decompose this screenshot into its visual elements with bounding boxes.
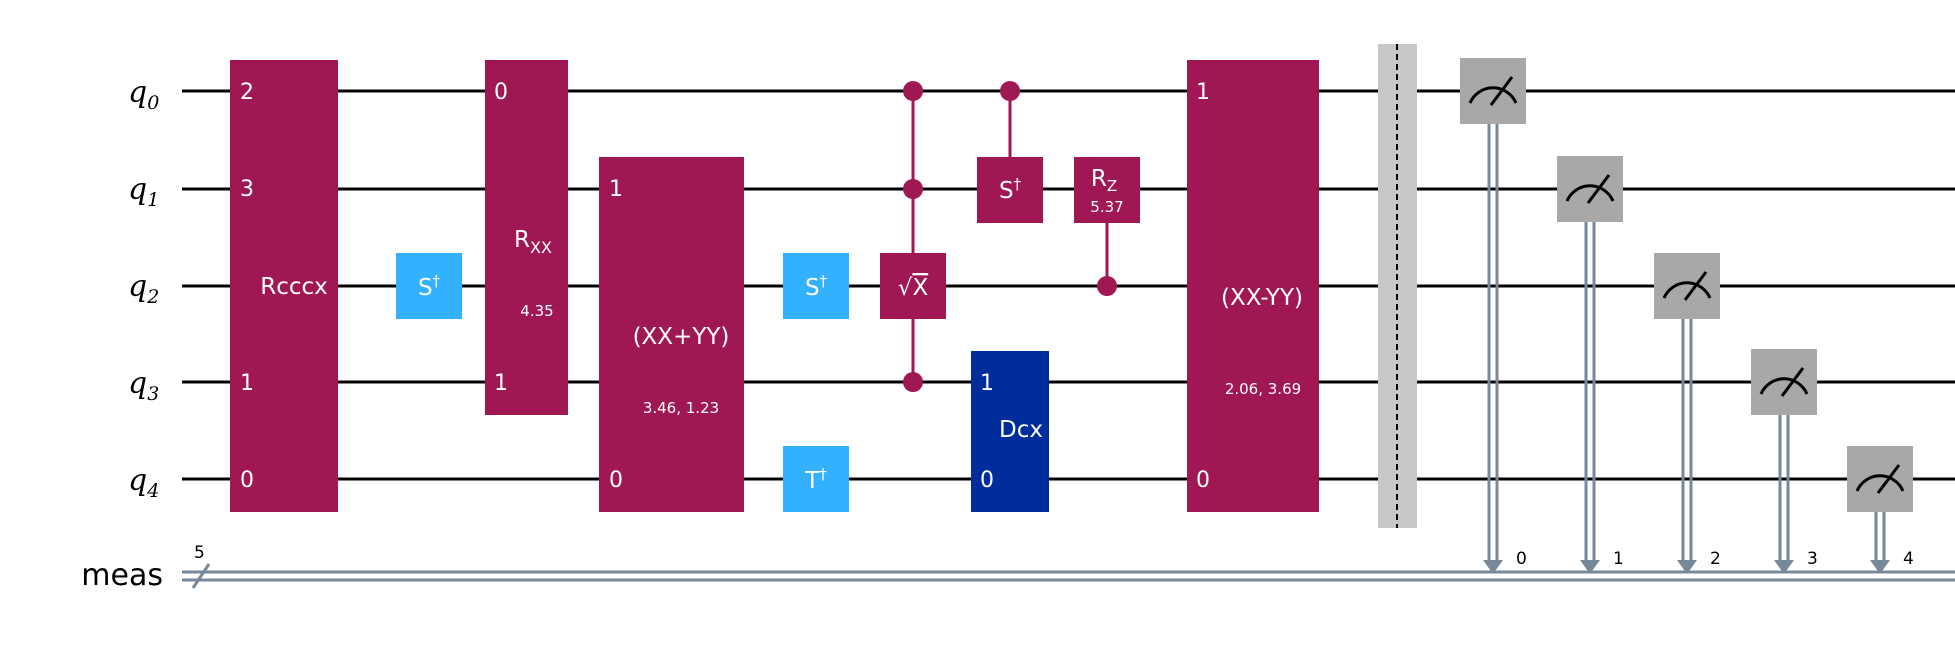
xx-minus-yy-pin-q4: 0	[1196, 468, 1210, 493]
rcccx-gate-label: Rcccx	[260, 274, 328, 300]
sdg-gate-body	[396, 253, 462, 319]
control-dot-q0	[1000, 81, 1020, 101]
dcx-pin-q4: 0	[980, 468, 994, 493]
xx-plus-yy-gate-body	[599, 157, 744, 512]
qubit-label-q4: q4	[128, 463, 159, 502]
xx-plus-yy-pin-q4: 0	[609, 468, 623, 493]
meter-needle-icon	[1683, 271, 1708, 301]
measure-clbit-index: 1	[1613, 549, 1624, 569]
rxx-pin-q3: 1	[494, 371, 508, 396]
sx-gate-label: √X	[898, 275, 929, 301]
qubit-wires	[182, 89, 1955, 481]
xx-plus-yy-gate-label: (XX+YY)	[633, 324, 730, 350]
measure-gate-q4[interactable]: 4	[1847, 446, 1914, 574]
classical-register-label: meas	[81, 558, 163, 593]
wire-labels: q0 q1 q2 q3 q4 meas	[81, 75, 163, 593]
tdg-gate-body	[783, 446, 849, 512]
classical-register-wire: 5	[182, 543, 1955, 589]
measure-clbit-index: 0	[1516, 549, 1527, 569]
rxx-gate-body	[485, 60, 568, 415]
sdg-gate-body	[783, 253, 849, 319]
measure-arrow-icon	[1580, 560, 1600, 574]
qubit-label-q2: q2	[128, 269, 159, 308]
measure-gate-q1[interactable]: 1	[1557, 156, 1624, 574]
qubit-label-q3: q3	[128, 366, 159, 405]
sx-gate-body	[880, 253, 946, 319]
measure-gate-q2[interactable]: 2	[1654, 253, 1721, 574]
dcx-pin-q3: 1	[980, 371, 994, 396]
rxx-gate[interactable]: 0 1 RXX 4.35	[485, 60, 568, 415]
meter-arc-icon	[1662, 281, 1712, 299]
measure-gate-q3[interactable]: 3	[1751, 349, 1818, 574]
sdg-gate-q2-first[interactable]: S†	[396, 253, 462, 319]
meter-needle-icon	[1780, 367, 1805, 397]
measure-gate-body	[1557, 156, 1623, 222]
xx-plus-yy-gate-param: 3.46, 1.23	[643, 399, 719, 417]
meter-needle-icon	[1876, 464, 1901, 494]
rxx-gate-label: RXX	[514, 227, 552, 257]
rcccx-pin-q1: 3	[240, 177, 254, 202]
meter-arc-icon	[1759, 377, 1809, 395]
crz-gate-label: RZ	[1091, 166, 1117, 195]
measure-arrow-icon	[1774, 560, 1794, 574]
csdg-gate-body	[977, 157, 1043, 223]
xx-minus-yy-gate-label: (XX-YY)	[1221, 285, 1303, 311]
rcccx-gate-body	[230, 60, 338, 512]
measure-arrow-icon	[1870, 560, 1890, 574]
control-dot-q2	[1097, 276, 1117, 296]
barrier	[1378, 44, 1417, 528]
measure-gate-q0[interactable]: 0	[1460, 58, 1527, 574]
rxx-gate-param: 4.35	[520, 302, 553, 320]
sdg-gate-label: S†	[805, 272, 828, 301]
measure-clbit-index: 3	[1807, 549, 1818, 569]
xx-minus-yy-gate-body	[1187, 60, 1319, 512]
crz-gate-param: 5.37	[1090, 198, 1123, 216]
dcx-gate-body	[971, 351, 1049, 512]
dcx-gate-label: Dcx	[999, 417, 1043, 443]
measure-gate-body	[1751, 349, 1817, 415]
xx-minus-yy-gate[interactable]: 1 0 (XX-YY) 2.06, 3.69	[1187, 60, 1319, 512]
rxx-pin-q0: 0	[494, 80, 508, 105]
rcccx-pin-q0: 2	[240, 80, 254, 105]
xx-minus-yy-pin-q0: 1	[1196, 80, 1210, 105]
rcccx-pin-q4: 0	[240, 468, 254, 493]
controlled-sx-gate[interactable]: √X	[880, 81, 946, 392]
measure-gate-body	[1847, 446, 1913, 512]
sdg-gate-q2-second[interactable]: S†	[783, 253, 849, 319]
meter-needle-icon	[1586, 174, 1611, 204]
xx-minus-yy-gate-param: 2.06, 3.69	[1225, 380, 1301, 398]
crz-gate-body	[1074, 157, 1140, 223]
measure-clbit-index: 4	[1903, 549, 1914, 569]
control-dot-q0	[903, 81, 923, 101]
rcccx-pin-q3: 1	[240, 371, 254, 396]
meter-arc-icon	[1468, 86, 1518, 104]
control-dot-q3	[903, 372, 923, 392]
measure-arrow-icon	[1677, 560, 1697, 574]
control-dot-q1	[903, 179, 923, 199]
qubit-label-q0: q0	[128, 75, 159, 114]
xx-plus-yy-pin-q1: 1	[609, 177, 623, 202]
measure-gate-body	[1460, 58, 1526, 124]
meter-arc-icon	[1565, 184, 1615, 202]
sdg-gate-label: S†	[418, 272, 441, 301]
xx-plus-yy-gate[interactable]: 1 0 (XX+YY) 3.46, 1.23	[599, 157, 744, 512]
dcx-gate[interactable]: 1 0 Dcx	[971, 351, 1049, 512]
measurements: 0 1 2 3 4	[1460, 58, 1914, 574]
tdg-gate-label: T†	[804, 465, 827, 494]
measure-gate-body	[1654, 253, 1720, 319]
qubit-label-q1: q1	[128, 172, 159, 211]
controlled-rz-gate[interactable]: RZ 5.37	[1074, 157, 1140, 296]
controlled-sdg-gate[interactable]: S†	[977, 81, 1043, 223]
measure-clbit-index: 2	[1710, 549, 1721, 569]
rcccx-gate[interactable]: 2 3 1 0 Rcccx	[230, 60, 338, 512]
register-width-slash	[191, 563, 211, 589]
register-width-label: 5	[194, 543, 205, 563]
measure-arrow-icon	[1483, 560, 1503, 574]
tdg-gate-q4[interactable]: T†	[783, 446, 849, 512]
meter-arc-icon	[1855, 474, 1905, 492]
meter-needle-icon	[1489, 76, 1514, 106]
csdg-gate-label: S†	[999, 175, 1022, 204]
